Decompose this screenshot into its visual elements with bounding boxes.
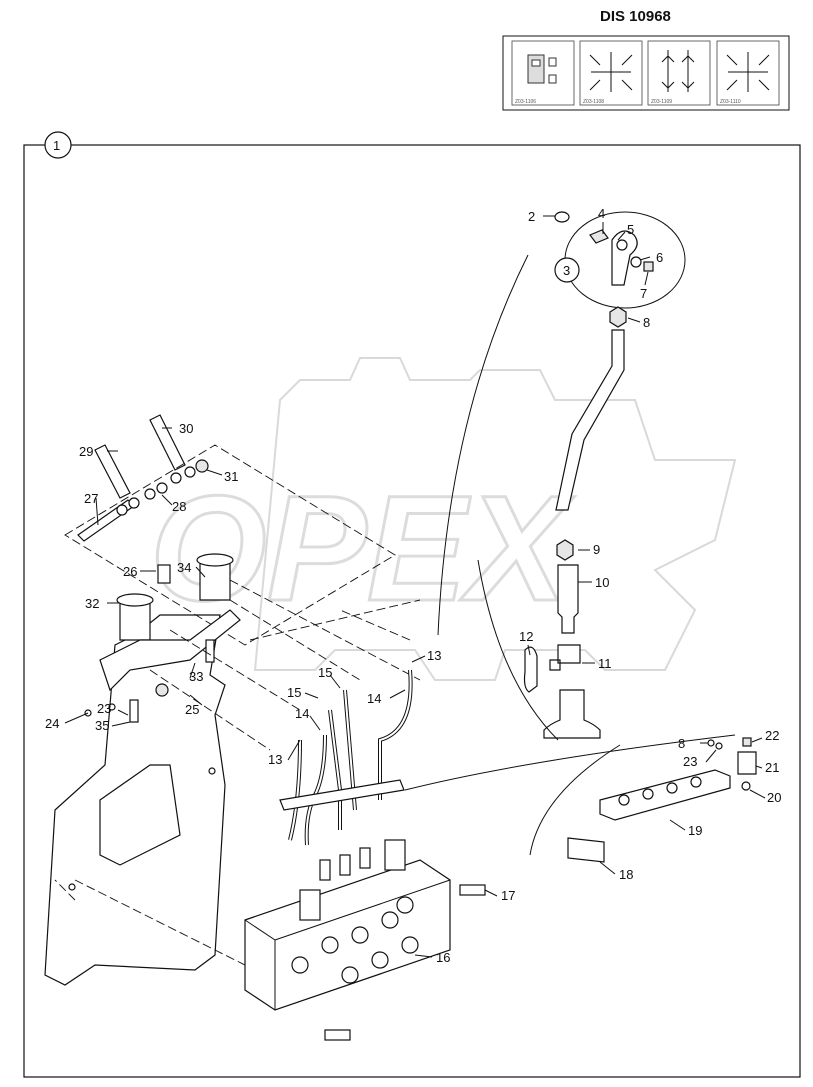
part-label: 12 xyxy=(519,629,533,644)
part-label: 15 xyxy=(318,665,332,680)
part-label: 15 xyxy=(287,685,301,700)
valve-spool-cap xyxy=(299,889,321,921)
part-label: 32 xyxy=(85,596,99,611)
part-label: 7 xyxy=(640,286,647,301)
control-lever-rod xyxy=(555,329,625,511)
mount-plate xyxy=(567,837,605,863)
part-label: 8 xyxy=(678,736,685,751)
part-label: 23 xyxy=(97,701,111,716)
plate-cutout xyxy=(99,764,181,866)
decal-caption: Z03-1109 xyxy=(651,99,672,105)
washer xyxy=(554,211,570,223)
mounting-plate xyxy=(44,614,226,986)
part-label: 22 xyxy=(765,728,779,743)
part-label: 28 xyxy=(172,499,186,514)
watermark-text: OPEX xyxy=(150,464,575,632)
inset-callout: 3 xyxy=(554,257,580,283)
lever-plate-left xyxy=(94,444,131,499)
leader-curve xyxy=(437,254,529,636)
lever-adapter xyxy=(557,564,579,634)
part-label: 23 xyxy=(683,754,697,769)
part-label: 31 xyxy=(224,469,238,484)
decal-strip: Z03-1106 Z03-1108 Z03-1109 Z03-1110 xyxy=(502,35,790,111)
part-label: 10 xyxy=(595,575,609,590)
clevis xyxy=(549,644,581,671)
part-label: 9 xyxy=(593,542,600,557)
lever-base xyxy=(543,689,601,739)
part-labels: 2 4 5 6 7 8 9 10 11 12 13 13 14 14 15 15… xyxy=(45,206,781,965)
nut xyxy=(556,539,574,561)
svg-text:3: 3 xyxy=(563,263,570,278)
valve-spool-cap xyxy=(384,839,406,871)
watermark-logo: OPEX xyxy=(149,357,737,681)
rail-bracket-assembly xyxy=(567,737,757,863)
part-label: 5 xyxy=(627,222,634,237)
decal-panel-arrows: Z03-1109 xyxy=(647,40,711,106)
part-label: 33 xyxy=(189,669,203,684)
part-label: 21 xyxy=(765,760,779,775)
part-label: 34 xyxy=(177,560,191,575)
part-label: 4 xyxy=(598,206,605,221)
bolt-head xyxy=(643,261,654,272)
retaining-clip xyxy=(523,646,538,693)
clevis-pin xyxy=(157,564,171,584)
decal-caption: Z03-1108 xyxy=(583,99,604,105)
washer xyxy=(741,781,751,791)
svg-text:1: 1 xyxy=(53,138,60,153)
bolt xyxy=(205,639,215,663)
part-label: 29 xyxy=(79,444,93,459)
part-label: 14 xyxy=(295,706,309,721)
part-label: 13 xyxy=(427,648,441,663)
decal-caption: Z03-1106 xyxy=(515,99,536,105)
guide-rail xyxy=(599,769,731,821)
part-label: 8 xyxy=(643,315,650,330)
stop-block xyxy=(737,751,757,775)
part-label: 17 xyxy=(501,888,515,903)
part-label: 11 xyxy=(598,656,612,671)
bolt xyxy=(129,699,139,723)
lever-plate-right xyxy=(149,414,186,471)
nut xyxy=(195,459,209,473)
diagram-frame xyxy=(23,144,801,1078)
decal-panel-lock: Z03-1106 xyxy=(511,40,575,106)
part-label: 2 xyxy=(528,209,535,224)
part-label: 35 xyxy=(95,718,109,733)
part-label: 19 xyxy=(688,823,702,838)
part-label: 6 xyxy=(656,250,663,265)
bolt xyxy=(459,884,486,896)
part-label: 27 xyxy=(84,491,98,506)
bolt xyxy=(324,1029,351,1041)
washer xyxy=(630,256,642,268)
hose-manifold xyxy=(279,779,405,811)
decal-caption: Z03-1110 xyxy=(720,99,741,105)
control-lever-assembly xyxy=(404,211,736,856)
part-label: 26 xyxy=(123,564,137,579)
nut xyxy=(155,683,169,697)
screw xyxy=(742,737,752,747)
pivot-assembly xyxy=(54,414,421,981)
leader-lines xyxy=(64,215,766,958)
part-label: 30 xyxy=(179,421,193,436)
hydraulic-hoses xyxy=(279,669,413,846)
part-label: 20 xyxy=(767,790,781,805)
decal-panel-joystick-left: Z03-1108 xyxy=(579,40,643,106)
part-label: 14 xyxy=(367,691,381,706)
frame-callout: 1 xyxy=(44,131,72,159)
control-valve-block xyxy=(244,839,486,1041)
part-label: 13 xyxy=(268,752,282,767)
part-label: 24 xyxy=(45,716,59,731)
decal-panel-joystick-right: Z03-1110 xyxy=(716,40,780,106)
part-label: 18 xyxy=(619,867,633,882)
diagram-reference-title: DIS 10968 xyxy=(600,8,671,25)
nut xyxy=(609,306,627,328)
part-label: 25 xyxy=(185,702,199,717)
part-label: 16 xyxy=(436,950,450,965)
support-bracket xyxy=(99,609,241,692)
